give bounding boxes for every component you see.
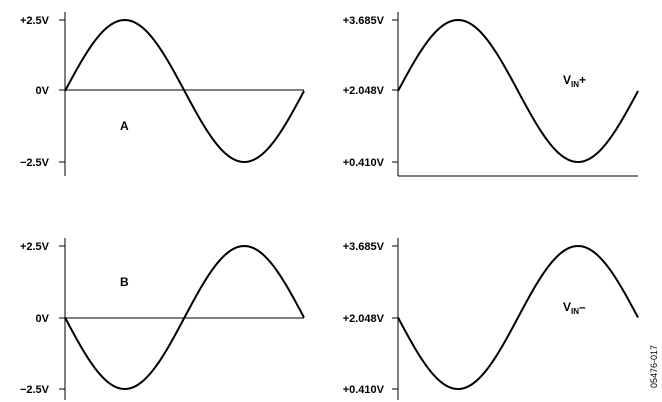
signal-label-sub: IN: [571, 307, 579, 316]
waveform-panel-1: +2.5V 0V −2.5V A: [20, 12, 305, 176]
y-tick-label: +2.048V: [343, 85, 385, 97]
signal-label-main: V: [563, 73, 571, 87]
signal-label-suffix: +: [579, 73, 586, 87]
signal-label-sub: IN: [571, 80, 579, 89]
y-tick-label: 0V: [36, 85, 50, 97]
waveform-panel-3: +2.5V 0V −2.5V B: [20, 238, 305, 400]
signal-label-main: V: [563, 300, 571, 314]
sine-wave: [64, 244, 305, 391]
signal-label: VIN–: [563, 300, 586, 316]
y-tick-label: +2.5V: [20, 241, 50, 253]
y-tick-label: +0.410V: [343, 157, 385, 169]
y-tick-label: +2.048V: [343, 313, 385, 325]
sine-wave: [397, 18, 639, 164]
panel-label: B: [120, 275, 129, 289]
y-tick-label: −2.5V: [20, 157, 50, 169]
waveform-panel-2: +3.685V +2.048V +0.410V VIN+: [343, 12, 639, 177]
signal-label: VIN+: [563, 73, 586, 89]
y-tick-label: −2.5V: [20, 384, 50, 396]
sine-wave: [397, 244, 639, 391]
sine-wave: [64, 18, 305, 164]
panel-label: A: [120, 119, 129, 133]
y-tick-label: 0V: [36, 313, 50, 325]
y-tick-label: +2.5V: [20, 15, 50, 27]
signal-label-suffix: –: [579, 300, 586, 314]
y-tick-label: +3.685V: [343, 241, 385, 253]
y-tick-label: +0.410V: [343, 384, 385, 396]
waveform-panel-4: +3.685V +2.048V +0.410V VIN–: [343, 238, 639, 400]
y-tick-label: +3.685V: [343, 15, 385, 27]
figure-id: 05476-017: [649, 345, 659, 388]
